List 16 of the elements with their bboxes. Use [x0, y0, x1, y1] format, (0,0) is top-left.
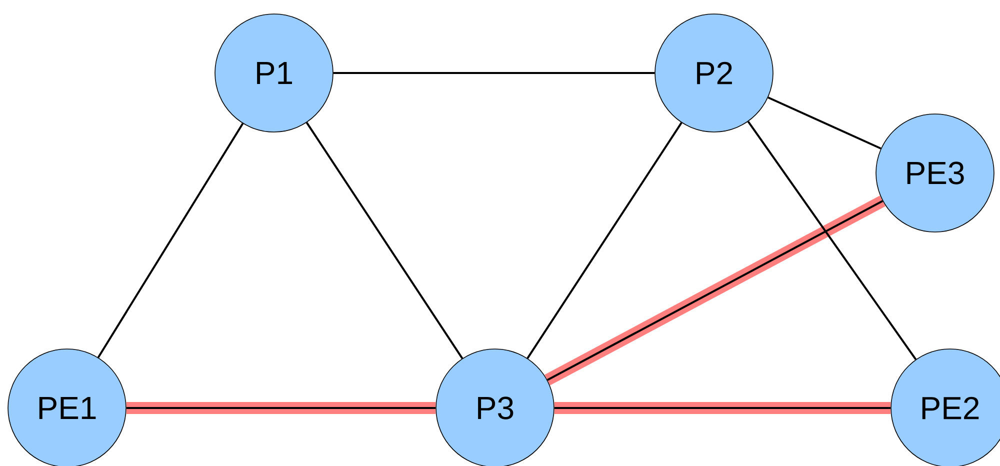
circle-node: PE2	[890, 348, 1000, 466]
circle-node: PE3	[876, 114, 994, 232]
connector-line	[768, 96, 882, 150]
connector-line	[126, 407, 436, 409]
connector-line	[554, 407, 891, 409]
circle-node: P1	[214, 14, 334, 132]
connector-line	[97, 123, 244, 358]
connector-line	[747, 120, 917, 360]
highlighted-path	[554, 402, 891, 414]
circle-node: P2	[654, 14, 774, 132]
highlighted-path	[126, 402, 436, 414]
connector-line	[306, 122, 464, 359]
circle-node: PE1	[8, 348, 126, 466]
circle-node: P3	[436, 348, 554, 466]
connector-line	[333, 72, 655, 74]
connector-line	[526, 122, 682, 359]
